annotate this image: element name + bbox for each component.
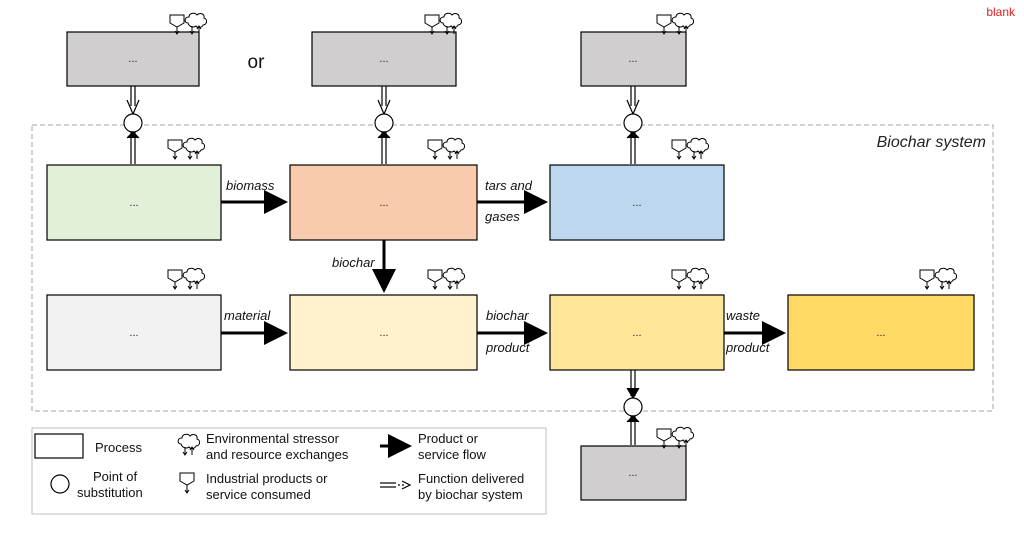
bottom-process: ... bbox=[580, 426, 695, 501]
flow-waste-product-label-1: waste bbox=[726, 308, 760, 323]
process-end-of-life-icons bbox=[919, 267, 958, 290]
process-biochar-use-icons bbox=[671, 267, 710, 290]
process-tars-gases-icons bbox=[671, 137, 710, 160]
legend-process-swatch bbox=[34, 433, 84, 459]
top-process-1: ... bbox=[66, 12, 208, 87]
legend-flow-label-1: Product or bbox=[418, 431, 479, 446]
process-biomass-source-icons bbox=[167, 137, 206, 160]
legend-function-arrow bbox=[380, 480, 412, 490]
legend-flow-label-2: service flow bbox=[418, 447, 487, 462]
process-biomass-source: ... bbox=[46, 137, 222, 241]
legend: Process Point of substitution Environmen… bbox=[31, 427, 547, 515]
top-process-3-label: ... bbox=[628, 53, 637, 65]
process-biochar-use-label: ... bbox=[632, 327, 641, 339]
legend-env-icon bbox=[177, 433, 200, 456]
process-biochar-processing: ... bbox=[289, 267, 478, 371]
legend-env-label-1: Environmental stressor bbox=[206, 431, 340, 446]
legend-substitution-swatch bbox=[50, 474, 70, 494]
process-pyrolysis-label: ... bbox=[379, 197, 388, 209]
process-end-of-life-label: ... bbox=[876, 327, 885, 339]
flow-biomass-label: biomass bbox=[226, 178, 275, 193]
process-biomass-source-label: ... bbox=[129, 197, 138, 209]
legend-function-label-1: Function delivered bbox=[418, 471, 524, 486]
top-process-2-label: ... bbox=[379, 53, 388, 65]
legend-substitution-label-1: Point of bbox=[93, 469, 137, 484]
flow-biochar-product-label-2: product bbox=[485, 340, 531, 355]
legend-substitution-label-2: substitution bbox=[77, 485, 143, 500]
legend-env-label-2: and resource exchanges bbox=[206, 447, 349, 462]
flow-waste-product-label-2: product bbox=[725, 340, 771, 355]
flow-tars-label-1: tars and bbox=[485, 178, 533, 193]
top-process-1-label: ... bbox=[128, 53, 137, 65]
flow-tars-label-2: gases bbox=[485, 209, 520, 224]
legend-industrial-label-1: Industrial products or bbox=[206, 471, 328, 486]
process-biochar-processing-icons bbox=[427, 267, 466, 290]
bottom-process-icons bbox=[656, 426, 695, 449]
flow-biochar-product-label-1: biochar bbox=[486, 308, 529, 323]
function-connector-bottom bbox=[623, 370, 643, 445]
process-material-source: ... bbox=[46, 267, 222, 371]
biochar-system-boundary bbox=[31, 124, 994, 412]
process-end-of-life: ... bbox=[787, 267, 975, 371]
legend-function-label-2: by biochar system bbox=[418, 487, 523, 502]
process-pyrolysis: ... bbox=[289, 137, 478, 241]
process-biochar-use: ... bbox=[549, 267, 725, 371]
process-tars-gases-label: ... bbox=[632, 197, 641, 209]
function-connector-top-3 bbox=[623, 86, 643, 164]
flow-material-label: material bbox=[224, 308, 271, 323]
process-biochar-processing-label: ... bbox=[379, 327, 388, 339]
process-material-source-icons bbox=[167, 267, 206, 290]
top-process-1-icons bbox=[169, 12, 208, 35]
top-process-3: ... bbox=[580, 12, 695, 87]
process-tars-gases: ... bbox=[549, 137, 725, 241]
system-title: Biochar system bbox=[877, 134, 986, 151]
bottom-process-label: ... bbox=[628, 467, 637, 479]
function-connector-top-1 bbox=[123, 86, 143, 164]
top-process-2-icons bbox=[424, 12, 463, 35]
top-process-3-icons bbox=[656, 12, 695, 35]
process-pyrolysis-icons bbox=[427, 137, 466, 160]
legend-industrial-label-2: service consumed bbox=[206, 487, 311, 502]
process-material-source-label: ... bbox=[129, 327, 138, 339]
top-process-2: ... bbox=[311, 12, 463, 87]
legend-industrial-icon bbox=[179, 472, 195, 494]
flow-biochar-label: biochar bbox=[332, 255, 375, 270]
or-label: or bbox=[248, 52, 266, 73]
function-connector-top-2 bbox=[374, 86, 394, 164]
legend-process-label: Process bbox=[95, 440, 142, 455]
corner-tag: blank bbox=[986, 5, 1016, 19]
